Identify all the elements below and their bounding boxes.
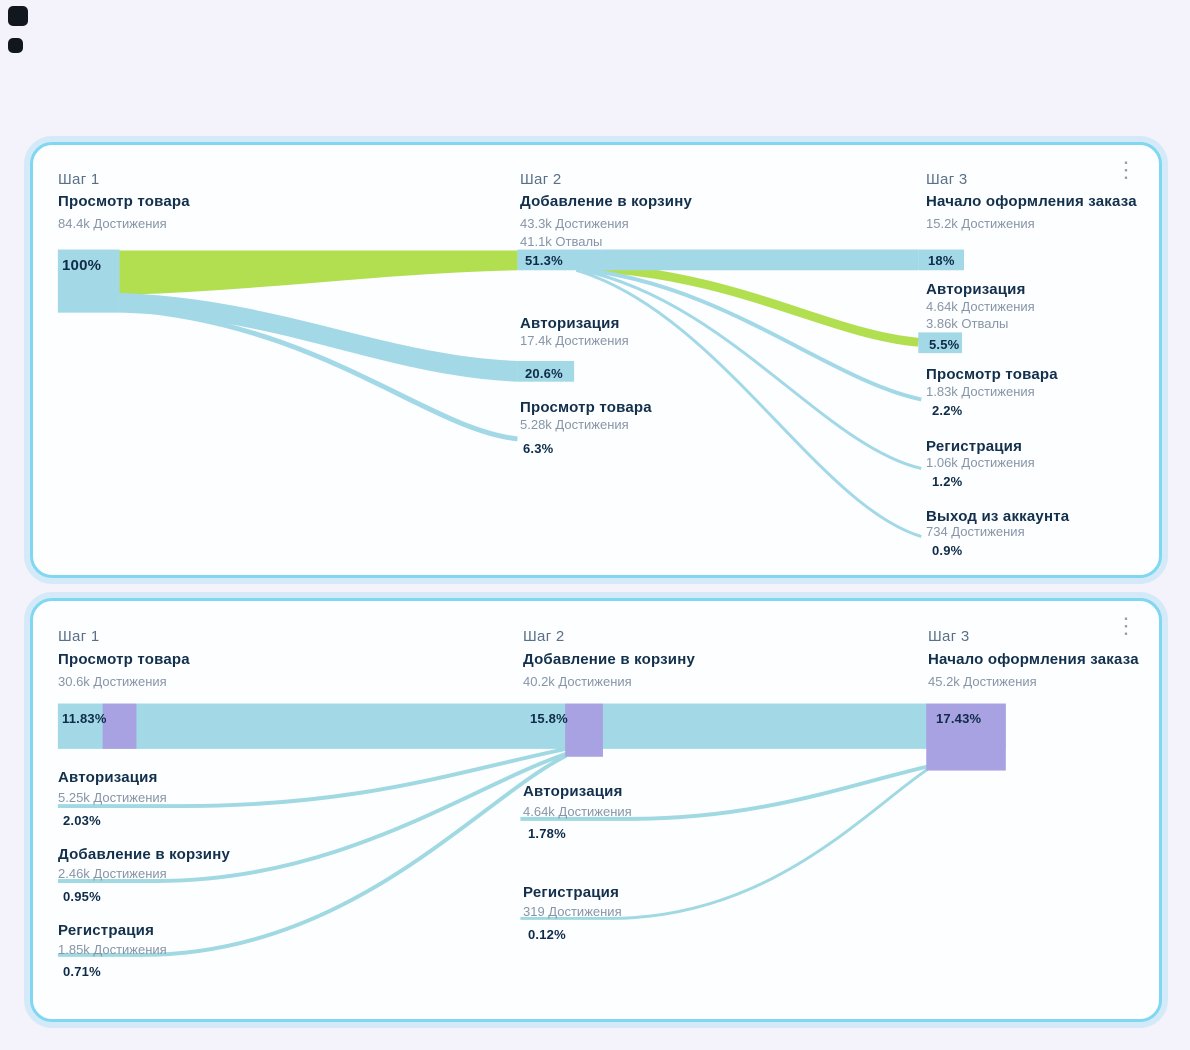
purple-step1-block (102, 703, 137, 749)
step3-pct: 18% (928, 253, 955, 268)
purple-step2-block (565, 703, 603, 757)
flow-green-step1-step2 (119, 250, 518, 295)
step1-item-reg-pct: 0.71% (63, 964, 101, 979)
step3-title: Начало оформления заказа (928, 651, 1139, 668)
flow-step2-auth (520, 764, 928, 821)
funnel-card-2: ⋮ Шаг 1 Просмотр товара 30.6k Достижения… (30, 598, 1162, 1022)
purple-step3-block (926, 703, 1006, 771)
step2-item-auth-pct: 20.6% (525, 366, 563, 381)
step1-item-auth-pct: 2.03% (63, 813, 101, 828)
decor-mark (8, 38, 23, 53)
step1-item-cart-metric: 2.46k Достижения (58, 866, 167, 881)
step3-item-auth-dropoff: 3.86k Отвалы (926, 316, 1009, 331)
bar-step1 (57, 249, 120, 313)
step1-pct: 11.83% (62, 711, 107, 726)
flow-blue-step2-exit (575, 268, 922, 538)
step3-item-reg-title: Регистрация (926, 438, 1023, 455)
step1-item-auth-title: Авторизация (58, 769, 158, 786)
step2-item-auth-metric: 17.4k Достижения (520, 333, 629, 348)
step2-metric: 40.2k Достижения (523, 674, 632, 689)
step3-item-auth-pct: 5.5% (929, 337, 960, 352)
flow-step1-reg (57, 754, 568, 957)
step2-title: Добавление в корзину (520, 193, 693, 210)
step3-item-exit-pct: 0.9% (932, 543, 963, 558)
step1-item-reg-title: Регистрация (58, 922, 155, 939)
step2-item-view-pct: 6.3% (523, 441, 554, 456)
step3-item-auth-metric: 4.64k Достижения (926, 299, 1035, 314)
step1-item-cart-title: Добавление в корзину (58, 846, 231, 863)
step3-item-view-metric: 1.83k Достижения (926, 384, 1035, 399)
step2-metric: 43.3k Достижения (520, 216, 629, 231)
step2-label: Шаг 2 (523, 628, 565, 645)
step3-metric: 45.2k Достижения (928, 674, 1037, 689)
step3-item-exit-metric: 734 Достижения (926, 524, 1025, 539)
decor-mark (8, 6, 28, 26)
funnel-1-sankey (57, 249, 965, 538)
step1-pct: 100% (62, 257, 102, 274)
flow-blue-step2-view (587, 268, 922, 402)
bar-step3 (918, 249, 965, 271)
step1-item-auth-metric: 5.25k Достижения (58, 790, 167, 805)
step2-pct: 15.8% (530, 711, 568, 726)
step1-metric: 84.4k Достижения (58, 216, 167, 231)
bar-step2-auth (517, 360, 575, 382)
step2-item-reg-pct: 0.12% (528, 927, 566, 942)
flow-step1-auth (57, 746, 567, 809)
step3-item-view-pct: 2.2% (932, 403, 963, 418)
step1-title: Просмотр товара (58, 651, 190, 668)
step1-item-cart-pct: 0.95% (63, 889, 101, 904)
step3-title: Начало оформления заказа (926, 193, 1137, 210)
step3-metric: 15.2k Достижения (926, 216, 1035, 231)
step2-dropoff: 41.1k Отвалы (520, 234, 603, 249)
step3-item-view-title: Просмотр товара (926, 366, 1058, 383)
funnel-2-sankey (57, 703, 1006, 957)
flow-blue-step1-auth (119, 292, 518, 382)
step2-item-auth-title: Авторизация (520, 315, 620, 332)
flow-step2-reg (520, 768, 929, 920)
step3-item-reg-metric: 1.06k Достижения (926, 455, 1035, 470)
bar-step2 (517, 249, 602, 271)
step2-item-auth-title: Авторизация (523, 783, 623, 800)
step1-label: Шаг 1 (58, 171, 100, 188)
main-flow-band (57, 703, 1006, 749)
step1-metric: 30.6k Достижения (58, 674, 167, 689)
step2-label: Шаг 2 (520, 171, 562, 188)
step3-label: Шаг 3 (926, 171, 968, 188)
step2-title: Добавление в корзину (523, 651, 696, 668)
step3-item-exit-title: Выход из аккаунта (926, 508, 1070, 525)
flow-step1-cart (57, 751, 567, 883)
step2-item-auth-metric: 4.64k Достижения (523, 804, 632, 819)
step2-item-reg-metric: 319 Достижения (523, 904, 622, 919)
step2-item-view-metric: 5.28k Достижения (520, 417, 629, 432)
step2-item-auth-pct: 1.78% (528, 826, 566, 841)
step1-label: Шаг 1 (58, 628, 100, 645)
step2-pct: 51.3% (525, 253, 563, 268)
step3-label: Шаг 3 (928, 628, 970, 645)
step3-pct: 17.43% (936, 711, 982, 726)
step3-item-auth-title: Авторизация (926, 281, 1026, 298)
flow-green-step2-auth (589, 262, 919, 347)
funnel-card-1: ⋮ Шаг 1 Просмотр товара 84.4k Достижения… (30, 142, 1162, 578)
kebab-menu-icon[interactable]: ⋮ (1107, 155, 1145, 185)
step2-item-reg-title: Регистрация (523, 884, 620, 901)
step2-item-view-title: Просмотр товара (520, 399, 652, 416)
step3-item-reg-pct: 1.2% (932, 474, 963, 489)
step1-item-reg-metric: 1.85k Достижения (58, 942, 167, 957)
flow-blue-step1-view (120, 306, 518, 442)
flow-blue-step2-reg (581, 268, 922, 470)
flow-blue-step2-step3 (601, 249, 919, 271)
step1-title: Просмотр товара (58, 193, 190, 210)
bar-step3-auth (918, 332, 963, 354)
kebab-menu-icon[interactable]: ⋮ (1107, 611, 1145, 641)
